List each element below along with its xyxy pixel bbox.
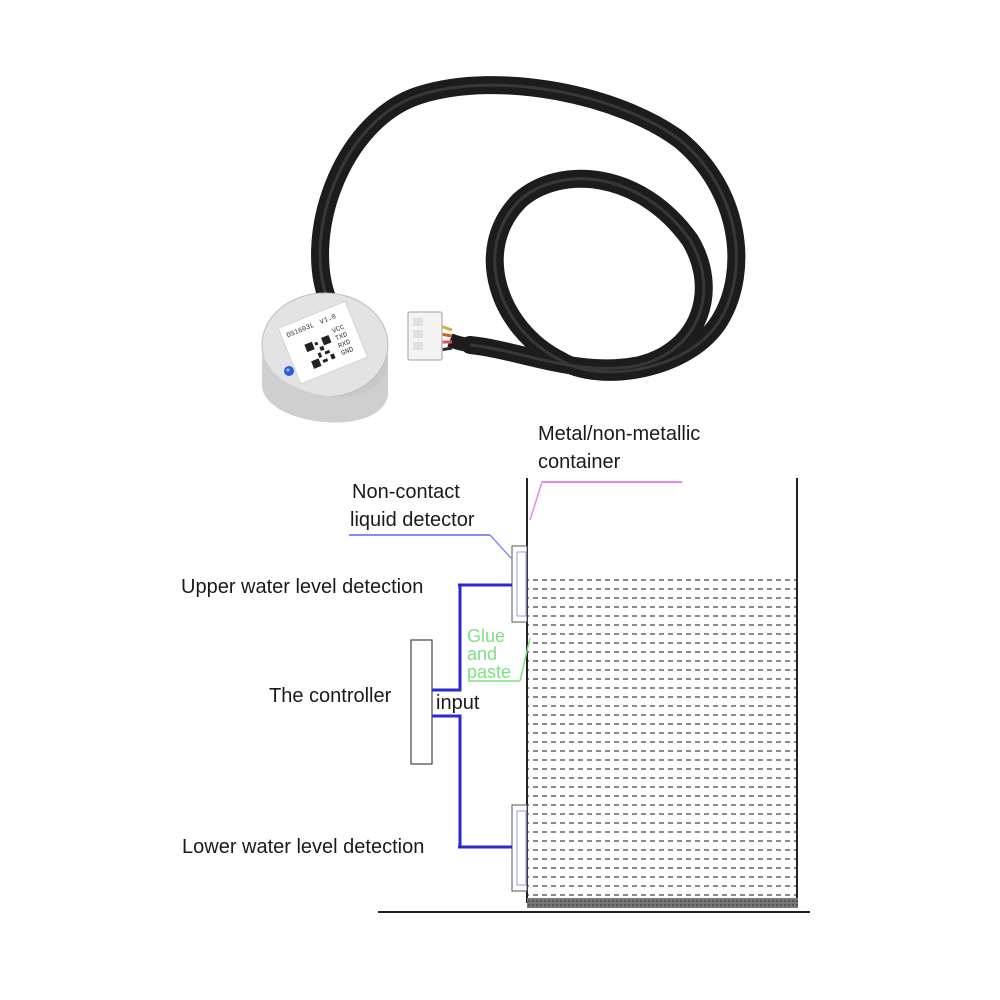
wiring [432, 583, 512, 849]
controller-box [410, 639, 433, 765]
lower-level-label: Lower water level detection [182, 836, 424, 858]
sensor-puck: DS1603L V1.0 VCC TXD RXD GND [261, 292, 389, 423]
input-label: input [436, 692, 480, 714]
upper-level-label: Upper water level detection [181, 576, 423, 598]
glue-label-line2: and [467, 644, 497, 664]
controller-label: The controller [269, 685, 392, 707]
glue-label-line3: paste [467, 662, 511, 682]
glue-label-line1: Glue [467, 626, 505, 646]
container-label-line1: Metal/non-metallic [538, 423, 700, 445]
glue-pointer [470, 637, 531, 682]
lower-sensor [511, 804, 528, 892]
qr-code-icon [304, 334, 339, 369]
product-photo: DS1603L V1.0 VCC TXD RXD GND [261, 76, 746, 423]
detector-pointer [349, 534, 512, 559]
liquid-fill [528, 578, 796, 898]
detector-label-line2: liquid detector [350, 509, 475, 531]
detector-label-line1: Non-contact [352, 481, 460, 503]
container-floor [527, 898, 798, 908]
container-pointer [529, 481, 682, 521]
container [526, 478, 798, 908]
upper-sensor [511, 545, 528, 623]
product-label: DS1603L V1.0 VCC TXD RXD GND [277, 300, 369, 385]
container-label-line2: container [538, 451, 621, 473]
application-diagram: Metal/non-metallic container Non-contact… [181, 423, 810, 913]
jst-connector [407, 311, 443, 361]
